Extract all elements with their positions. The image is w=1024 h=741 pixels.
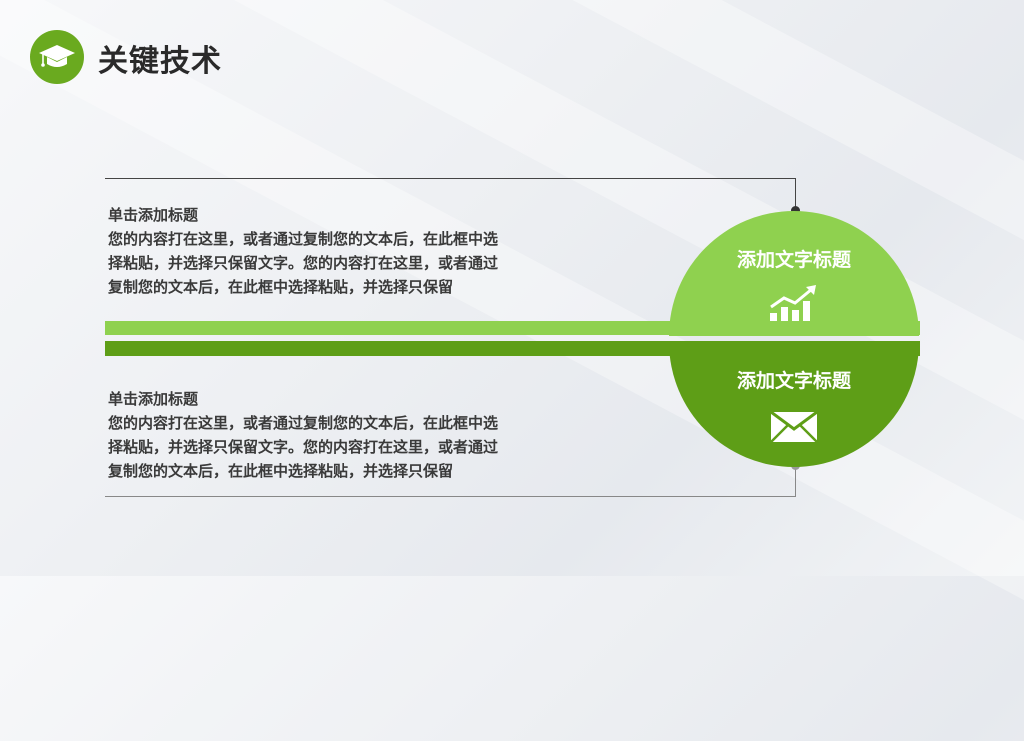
circle-top-label: 添加文字标题: [736, 250, 851, 271]
bottom-connector-horizontal: [105, 496, 796, 497]
block-body: 您的内容打在这里，或者通过复制您的文本后，在此框中选择粘贴，并选择只保留文字。您…: [108, 415, 499, 480]
circle-bottom-half: [669, 342, 919, 467]
top-connector-vertical: [795, 178, 796, 211]
top-connector-horizontal: [105, 178, 796, 179]
page-title: 关键技术: [98, 45, 222, 78]
bottom-connector-vertical: [795, 466, 796, 497]
growth-chart-icon: [766, 283, 822, 323]
top-connector-dot: [791, 206, 800, 215]
graduation-cap-icon: [30, 30, 84, 84]
block-title: 单击添加标题: [108, 391, 199, 408]
text-block-top: 单击添加标题 您的内容打在这里，或者通过复制您的文本后，在此框中选择粘贴，并选择…: [108, 204, 498, 300]
text-block-bottom: 单击添加标题 您的内容打在这里，或者通过复制您的文本后，在此框中选择粘贴，并选择…: [108, 388, 498, 484]
block-body: 您的内容打在这里，或者通过复制您的文本后，在此框中选择粘贴，并选择只保留文字。您…: [108, 231, 499, 296]
split-circle: 添加文字标题 添加文字标题: [669, 211, 919, 467]
envelope-icon: [766, 407, 822, 447]
circle-bottom-label: 添加文字标题: [736, 371, 851, 392]
block-title: 单击添加标题: [108, 207, 199, 224]
